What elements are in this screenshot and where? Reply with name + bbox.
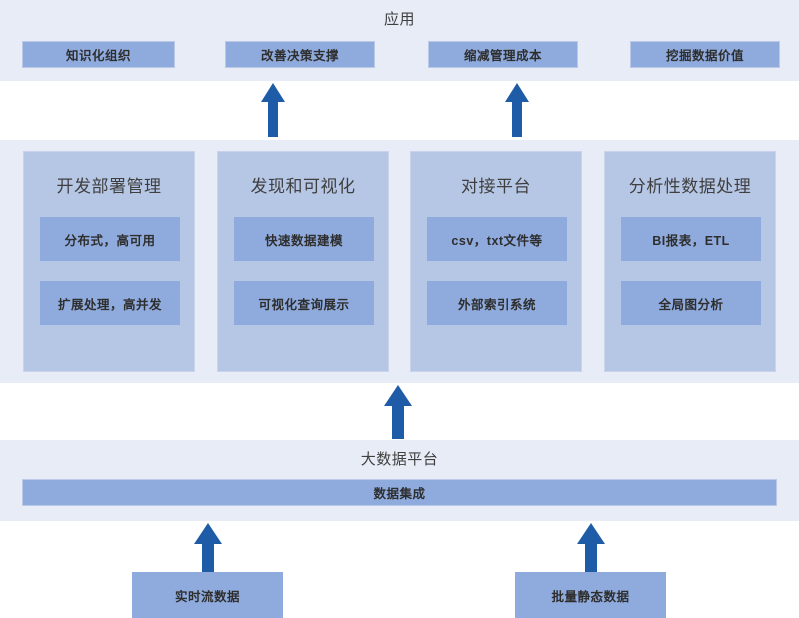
capability-item-global-graph-analysis[interactable]: 全局图分析: [621, 281, 761, 325]
arrow-up-platform-to-capability: [381, 384, 415, 440]
arrow-up-stream-source-to-platform: [191, 522, 225, 574]
arrow-up-batch-source-to-platform: [574, 522, 608, 574]
application-box-data-value[interactable]: 挖掘数据价值: [630, 41, 780, 68]
application-layer-title: 应用: [383, 11, 415, 28]
arrow-up-to-decision-support: [259, 82, 287, 138]
capability-column-title: 开发部署管理: [56, 177, 162, 196]
capability-item-scalable-concurrency[interactable]: 扩展处理，高并发: [40, 281, 180, 325]
source-box-batch-static-data[interactable]: 批量静态数据: [515, 572, 666, 618]
application-box-decision-support[interactable]: 改善决策支撑: [225, 41, 375, 68]
capability-column-integration-platform[interactable]: 对接平台 csv，txt文件等 外部索引系统: [410, 151, 582, 372]
capability-column-title: 分析性数据处理: [628, 177, 752, 196]
capability-column-dev-deploy-management[interactable]: 开发部署管理 分布式，高可用 扩展处理，高并发: [23, 151, 195, 372]
capability-item-visual-query-display[interactable]: 可视化查询展示: [234, 281, 374, 325]
data-integration-bar[interactable]: 数据集成: [22, 479, 777, 506]
capability-column-discovery-visualization[interactable]: 发现和可视化 快速数据建模 可视化查询展示: [217, 151, 389, 372]
capability-item-bi-report-etl[interactable]: BI报表，ETL: [621, 217, 761, 261]
capability-column-analytical-data-processing[interactable]: 分析性数据处理 BI报表，ETL 全局图分析: [604, 151, 776, 372]
capability-item-csv-txt-files[interactable]: csv，txt文件等: [427, 217, 567, 261]
capability-column-title: 对接平台: [461, 177, 531, 196]
application-box-knowledge-organization[interactable]: 知识化组织: [22, 41, 175, 68]
big-data-platform-title: 大数据平台: [360, 451, 439, 468]
capability-item-external-index-system[interactable]: 外部索引系统: [427, 281, 567, 325]
source-box-realtime-stream-data[interactable]: 实时流数据: [132, 572, 283, 618]
capability-item-distributed-ha[interactable]: 分布式，高可用: [40, 217, 180, 261]
capability-column-title: 发现和可视化: [250, 177, 356, 196]
capability-item-rapid-data-modeling[interactable]: 快速数据建模: [234, 217, 374, 261]
application-box-cost-reduction[interactable]: 缩减管理成本: [428, 41, 578, 68]
arrow-up-to-cost-reduction: [503, 82, 531, 138]
